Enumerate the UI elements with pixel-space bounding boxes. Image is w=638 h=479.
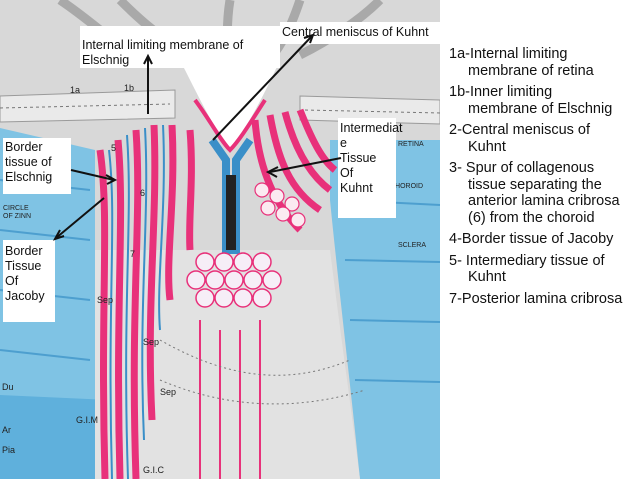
fig-label-7: 7 — [130, 249, 135, 259]
fig-label-1b: 1b — [124, 83, 134, 93]
fig-label-1a: 1a — [70, 85, 80, 95]
legend-item: 4-Border tissue of Jacoby — [449, 231, 614, 247]
label-border-tissue-elschnig: Border tissue of Elschnig — [5, 140, 53, 184]
label-internal-limiting-membrane: Internal limiting membrane of Elschnig — [82, 38, 244, 67]
fig-label-gic: G.I.C — [143, 465, 165, 475]
fig-label-sep-2: Sep — [143, 337, 159, 347]
legend-item: 1b-Inner limiting membrane of Elschnig — [449, 84, 613, 117]
legend-item: 5- Intermediary tissue of Kuhnt — [449, 252, 605, 286]
fig-label-sep-1: Sep — [97, 295, 113, 305]
legend-item: 2-Central meniscus of Kuhnt — [449, 122, 591, 155]
fig-label-choroid: CHOROID — [390, 183, 423, 190]
label-central-meniscus: Central meniscus of Kuhnt — [282, 25, 429, 39]
label-border-tissue-jacoby: Border Tissue Of Jacoby — [5, 244, 45, 303]
fig-label-sclera: SCLERA — [398, 242, 426, 249]
fig-label-du: Du — [2, 382, 14, 392]
fig-label-circle-of-zinn-2: OF ZINN — [3, 213, 31, 220]
fig-label-sep-3: Sep — [160, 387, 176, 397]
label-intermediate-tissue: Intermediat e Tissue Of Kuhnt — [340, 121, 403, 195]
fig-label-pia: Pia — [2, 445, 15, 455]
legend-list: 1a-Internal limiting membrane of retina … — [449, 46, 624, 312]
lamina-cribrosa — [186, 252, 282, 308]
fig-label-gim: G.I.M — [76, 415, 98, 425]
illustration — [0, 0, 440, 479]
legend-item: 3- Spur of collagenous tissue separating… — [449, 160, 620, 226]
fig-label-circle-of-zinn-1: CIRCLE — [3, 205, 29, 212]
fig-label-6: 6 — [140, 188, 145, 198]
legend-item: 7-Posterior lamina cribrosa — [449, 290, 623, 307]
fig-label-retina: RETINA — [398, 141, 424, 148]
annotation-arrows — [52, 33, 342, 241]
legend-item: 1a-Internal limiting membrane of retina — [449, 46, 594, 79]
fig-label-ar: Ar — [2, 425, 11, 435]
fig-label-5: 5 — [111, 143, 116, 153]
